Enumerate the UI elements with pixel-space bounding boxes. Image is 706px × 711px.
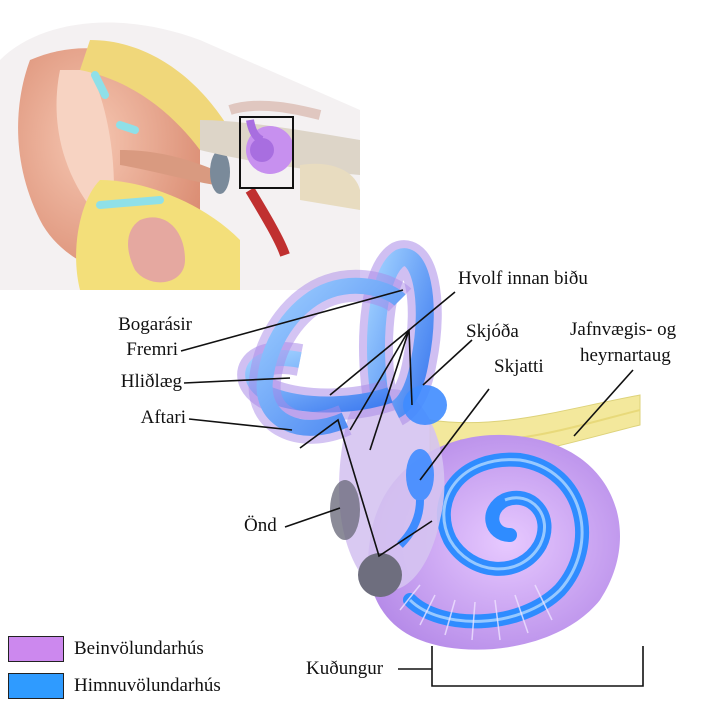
label-bogarasir: Bogarásir <box>94 315 192 335</box>
label-fremri: Fremri <box>94 340 178 360</box>
eardrum <box>210 150 230 194</box>
label-aftari: Aftari <box>94 408 186 428</box>
utricle <box>403 385 447 425</box>
label-taug-line2: heyrnartaug <box>580 346 671 366</box>
round-window <box>358 553 402 597</box>
saccule <box>406 449 434 501</box>
label-ond: Önd <box>244 516 277 536</box>
label-taug-line1: Jafnvægis- og <box>570 320 676 340</box>
label-hlidlaeg: Hliðlæg <box>94 372 182 392</box>
label-skjoda: Skjóða <box>466 322 519 342</box>
label-hvolf-innan-bidu: Hvolf innan biðu <box>458 269 588 289</box>
legend-label-bony: Beinvölundarhús <box>74 638 204 660</box>
legend-swatch-bony <box>8 636 64 662</box>
legend-label-membranous: Himnuvölundarhús <box>74 675 221 697</box>
label-skjatti: Skjatti <box>494 357 544 377</box>
head-cross-section <box>0 23 360 290</box>
legend-swatch-membranous <box>8 673 64 699</box>
label-kudungur: Kuðungur <box>306 659 383 679</box>
